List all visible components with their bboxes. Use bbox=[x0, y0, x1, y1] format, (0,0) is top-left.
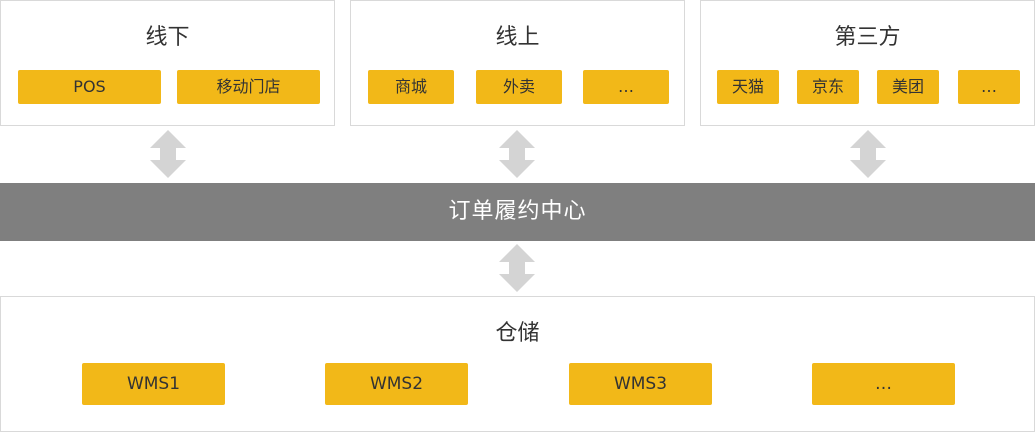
chip-mobile-store[interactable]: 移动门店 bbox=[177, 70, 320, 104]
chip-mall[interactable]: 商城 bbox=[368, 70, 454, 104]
third-party-title: 第三方 bbox=[834, 25, 901, 50]
double-arrow-vertical-icon bbox=[149, 128, 187, 180]
chip-jd[interactable]: 京东 bbox=[797, 70, 859, 104]
order-fulfillment-center-label: 订单履约中心 bbox=[448, 199, 587, 224]
chip-pos[interactable]: POS bbox=[18, 70, 161, 104]
chip-third-party-more[interactable]: … bbox=[958, 70, 1020, 104]
chip-takeout[interactable]: 外卖 bbox=[476, 70, 562, 104]
double-arrow-vertical-icon bbox=[498, 242, 536, 294]
double-arrow-vertical-icon bbox=[498, 128, 536, 180]
offline-panel: 线下 POS 移动门店 bbox=[0, 0, 335, 126]
chip-wms1[interactable]: WMS1 bbox=[82, 363, 225, 405]
order-fulfillment-center: 订单履约中心 bbox=[0, 183, 1035, 241]
warehouse-title: 仓储 bbox=[495, 321, 540, 346]
chip-wms3[interactable]: WMS3 bbox=[569, 363, 712, 405]
chip-wms-more[interactable]: … bbox=[812, 363, 955, 405]
chip-wms2[interactable]: WMS2 bbox=[325, 363, 468, 405]
chip-online-more[interactable]: … bbox=[583, 70, 669, 104]
offline-title: 线下 bbox=[145, 25, 190, 50]
chip-meituan[interactable]: 美团 bbox=[877, 70, 939, 104]
online-title: 线上 bbox=[495, 25, 540, 50]
chip-tmall[interactable]: 天猫 bbox=[717, 70, 779, 104]
third-party-panel: 第三方 天猫 京东 美团 … bbox=[700, 0, 1035, 126]
online-panel: 线上 商城 外卖 … bbox=[350, 0, 685, 126]
warehouse-panel: 仓储 WMS1 WMS2 WMS3 … bbox=[0, 296, 1035, 432]
double-arrow-vertical-icon bbox=[849, 128, 887, 180]
